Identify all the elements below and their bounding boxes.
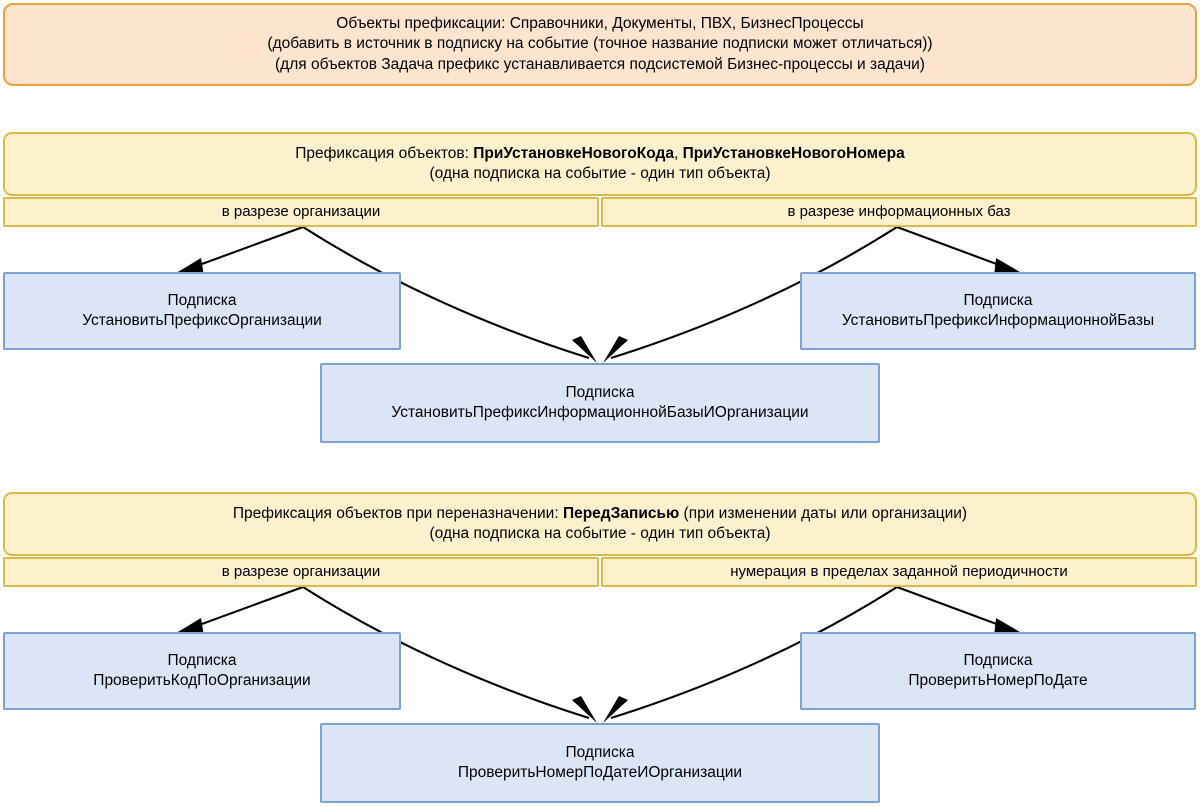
section2-header: Префиксация объектов при переназначении:… (3, 492, 1197, 556)
node-subscription-set-prefix-infobase-and-organization: Подписка УстановитьПрефиксИнформационной… (320, 363, 880, 443)
prefix-objects-note: Объекты префиксации: Справочники, Докуме… (3, 3, 1197, 86)
node-name-1c: УстановитьПрефиксИнформационнойБазыИОрга… (391, 404, 809, 421)
node-title-2b: Подписка (963, 651, 1033, 669)
section1-cell-by-organization-label: в разрезе организации (221, 203, 381, 221)
node-name-2b: ПроверитьНомерПоДате (908, 672, 1088, 689)
note-line-1: Объекты префиксации: Справочники, Докуме… (336, 15, 864, 33)
section2-cell-by-periodicity: нумерация в пределах заданной периодично… (601, 557, 1197, 587)
section1-header: Префиксация объектов: ПриУстановкеНового… (3, 132, 1197, 196)
node-name-1a: УстановитьПрефиксОрганизации (82, 312, 322, 329)
node-subscription-check-number-by-date-and-organization: Подписка ПроверитьНомерПоДатеИОрганизаци… (320, 723, 880, 803)
section2-header-line-2: (одна подписка на событие - один тип объ… (429, 525, 771, 542)
node-title-1c: Подписка (565, 383, 635, 401)
node-title-1a: Подписка (167, 291, 237, 309)
node-name-2a: ПроверитьКодПоОрганизации (93, 672, 311, 689)
node-title-1b: Подписка (963, 291, 1033, 309)
note-line-3: (для объектов Задача префикс устанавлива… (275, 55, 925, 73)
section1-cell-by-organization: в разрезе организации (3, 197, 599, 227)
arrow-org2-to-check-code-organization (173, 586, 304, 636)
section2-header-prefix: Префиксация объектов при переназначении: (232, 504, 563, 522)
section1-header-sep: , (673, 144, 683, 162)
section2-cell-by-periodicity-label: нумерация в пределах заданной периодично… (730, 563, 1068, 581)
node-subscription-set-prefix-infobase: Подписка УстановитьПрефиксИнформационной… (800, 272, 1196, 350)
section2-cell-by-organization-label: в разрезе организации (221, 563, 381, 581)
section1-cell-by-infobase-label: в разрезе информационных баз (787, 203, 1011, 221)
section1-header-line-2: (одна подписка на событие - один тип объ… (429, 165, 771, 182)
arrow-ib-to-prefix-informationbase (896, 226, 1025, 276)
section1-event-1: ПриУстановкеНовогоКода (473, 144, 674, 162)
section2-header-line-1: Префиксация объектов при переназначении:… (233, 504, 967, 524)
section2-cell-by-organization: в разрезе организации (3, 557, 599, 587)
section1-event-2: ПриУстановкеНовогоНомера (682, 144, 905, 162)
section2-event-1: ПередЗаписью (562, 504, 680, 522)
node-subscription-check-number-by-date: Подписка ПроверитьНомерПоДате (800, 632, 1196, 710)
section1-header-line-1: Префиксация объектов: ПриУстановкеНового… (295, 144, 905, 164)
node-title-2c: Подписка (565, 743, 635, 761)
note-line-2: (добавить в источник в подписку на событ… (267, 35, 933, 53)
node-subscription-set-prefix-organization: Подписка УстановитьПрефиксОрганизации (3, 272, 401, 350)
node-title-2a: Подписка (167, 651, 237, 669)
section1-header-prefix: Префиксация объектов: (295, 144, 474, 162)
arrow-period-to-check-number-date (896, 586, 1025, 636)
section1-cell-by-infobase: в разрезе информационных баз (601, 197, 1197, 227)
node-name-1b: УстановитьПрефиксИнформационнойБазы (841, 312, 1155, 329)
node-name-2c: ПроверитьНомерПоДатеИОрганизации (457, 764, 743, 781)
arrow-org-to-prefix-organization (173, 226, 304, 276)
section2-header-suffix: (при изменении даты или организации) (679, 504, 968, 522)
node-subscription-check-code-by-organization: Подписка ПроверитьКодПоОрганизации (3, 632, 401, 710)
